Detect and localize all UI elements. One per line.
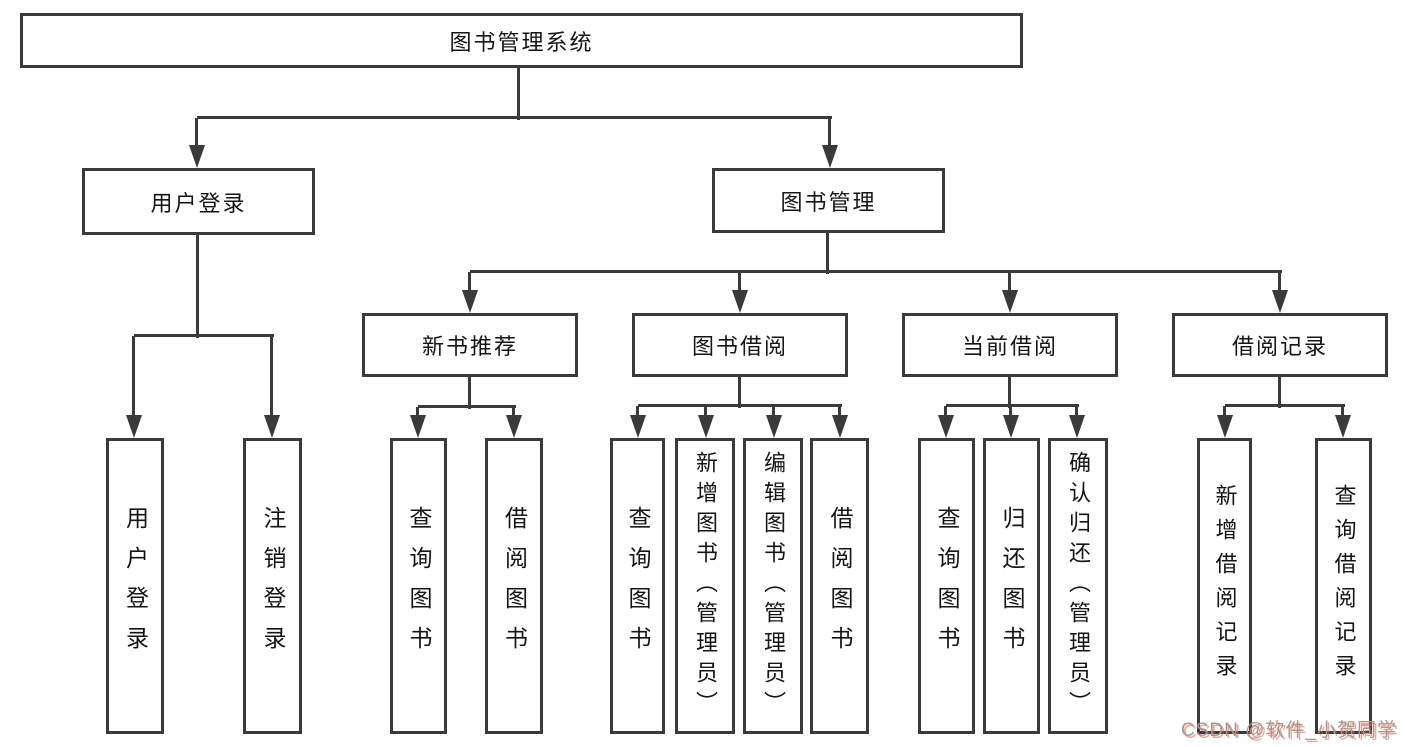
node-library-management-system-label: 图书管理系统 <box>449 29 594 55</box>
node-borrow-record: 借阅记录 <box>1172 313 1388 377</box>
connector-line <box>270 336 273 420</box>
leaf-add-book-admin-label: 新增图书（管理员） <box>693 451 718 721</box>
csdn-watermark: CSDN @软件_小贺同学 <box>1181 720 1397 741</box>
connector-line <box>826 233 829 274</box>
connector-line <box>134 334 274 337</box>
connector-line <box>132 336 135 420</box>
leaf-query-borrow-record: 查询借阅记录 <box>1315 438 1372 734</box>
arrowhead-down-icon <box>766 415 782 438</box>
node-book-management-label: 图书管理 <box>780 189 877 215</box>
arrowhead-down-icon <box>410 415 426 438</box>
arrowhead-down-icon <box>1069 415 1085 438</box>
arrowhead-down-icon <box>1335 415 1351 438</box>
connector-line <box>195 118 198 150</box>
arrowhead-down-icon <box>264 415 280 438</box>
leaf-borrow-query-book-label: 查询图书 <box>625 506 651 666</box>
arrowhead-down-icon <box>1002 290 1018 313</box>
connector-line <box>468 272 471 294</box>
connector-line <box>416 407 419 420</box>
connector-line <box>418 405 516 408</box>
leaf-recommend-borrow-book-label: 借阅图书 <box>501 506 528 666</box>
arrowhead-down-icon <box>822 145 838 168</box>
connector-line <box>1278 377 1281 408</box>
node-book-borrow-label: 图书借阅 <box>691 334 788 359</box>
connector-line <box>197 116 832 119</box>
connector-line <box>1009 406 1012 420</box>
connector-line <box>470 270 1282 273</box>
connector-line <box>1223 406 1226 420</box>
arrowhead-down-icon <box>1217 415 1233 438</box>
connector-line <box>468 377 471 409</box>
leaf-add-book-admin: 新增图书（管理员） <box>675 438 735 734</box>
connector-line <box>772 406 775 420</box>
connector-line <box>1341 406 1344 420</box>
connector-line <box>946 404 1079 407</box>
connector-line <box>1008 272 1011 294</box>
node-user-login-label: 用户登录 <box>150 190 247 216</box>
leaf-query-borrow-record-label: 查询借阅记录 <box>1331 484 1357 688</box>
connector-line <box>1225 404 1345 407</box>
leaf-borrow-borrow-book: 借阅图书 <box>810 438 869 734</box>
connector-line <box>738 377 741 408</box>
node-current-borrow: 当前借阅 <box>902 313 1118 377</box>
connector-line <box>512 407 515 420</box>
connector-line <box>1278 272 1281 294</box>
leaf-confirm-return-admin: 确认归还（管理员） <box>1048 438 1108 734</box>
connector-line <box>636 406 639 420</box>
leaf-return-book-label: 归还图书 <box>999 506 1025 666</box>
leaf-return-book: 归还图书 <box>983 438 1040 734</box>
node-book-borrow: 图书借阅 <box>632 313 848 377</box>
leaf-add-borrow-record-label: 新增借阅记录 <box>1212 484 1238 688</box>
connector-line <box>738 272 741 294</box>
arrowhead-down-icon <box>189 145 205 168</box>
node-current-borrow-label: 当前借阅 <box>961 334 1058 359</box>
node-user-login: 用户登录 <box>82 168 315 235</box>
arrowhead-down-icon <box>462 290 478 313</box>
connector-line <box>944 406 947 420</box>
arrowhead-down-icon <box>126 415 142 438</box>
node-new-book-recommend: 新书推荐 <box>362 313 578 377</box>
leaf-current-query-book: 查询图书 <box>918 438 975 734</box>
leaf-user-login: 用户登录 <box>106 438 164 734</box>
arrowhead-down-icon <box>938 415 954 438</box>
arrowhead-down-icon <box>698 415 714 438</box>
connector-line <box>1075 406 1078 420</box>
leaf-borrow-query-book: 查询图书 <box>610 438 665 734</box>
connector-line <box>517 68 520 120</box>
leaf-confirm-return-admin-label: 确认归还（管理员） <box>1066 451 1091 721</box>
arrowhead-down-icon <box>732 290 748 313</box>
leaf-edit-book-admin: 编辑图书（管理员） <box>743 438 803 734</box>
leaf-add-borrow-record: 新增借阅记录 <box>1197 438 1252 734</box>
leaf-logout-label: 注销登录 <box>260 506 286 666</box>
node-book-management: 图书管理 <box>712 168 945 233</box>
connector-line <box>196 235 199 338</box>
leaf-recommend-borrow-book: 借阅图书 <box>485 438 543 734</box>
node-library-management-system: 图书管理系统 <box>20 13 1023 68</box>
connector-line <box>638 404 842 407</box>
arrowhead-down-icon <box>1003 415 1019 438</box>
leaf-recommend-query-book-label: 查询图书 <box>406 506 432 666</box>
arrowhead-down-icon <box>506 415 522 438</box>
arrowhead-down-icon <box>832 415 848 438</box>
connector-line <box>838 406 841 420</box>
leaf-current-query-book-label: 查询图书 <box>934 506 960 666</box>
leaf-borrow-borrow-book-label: 借阅图书 <box>827 506 853 666</box>
connector-line <box>828 118 831 150</box>
leaf-edit-book-admin-label: 编辑图书（管理员） <box>761 451 786 721</box>
leaf-user-login-label: 用户登录 <box>122 506 149 666</box>
arrowhead-down-icon <box>1272 290 1288 313</box>
connector-line <box>704 406 707 420</box>
arrowhead-down-icon <box>630 415 646 438</box>
leaf-logout: 注销登录 <box>243 438 302 734</box>
leaf-recommend-query-book: 查询图书 <box>390 438 447 734</box>
connector-line <box>1008 377 1011 408</box>
node-borrow-record-label: 借阅记录 <box>1231 334 1328 359</box>
node-new-book-recommend-label: 新书推荐 <box>421 334 518 359</box>
